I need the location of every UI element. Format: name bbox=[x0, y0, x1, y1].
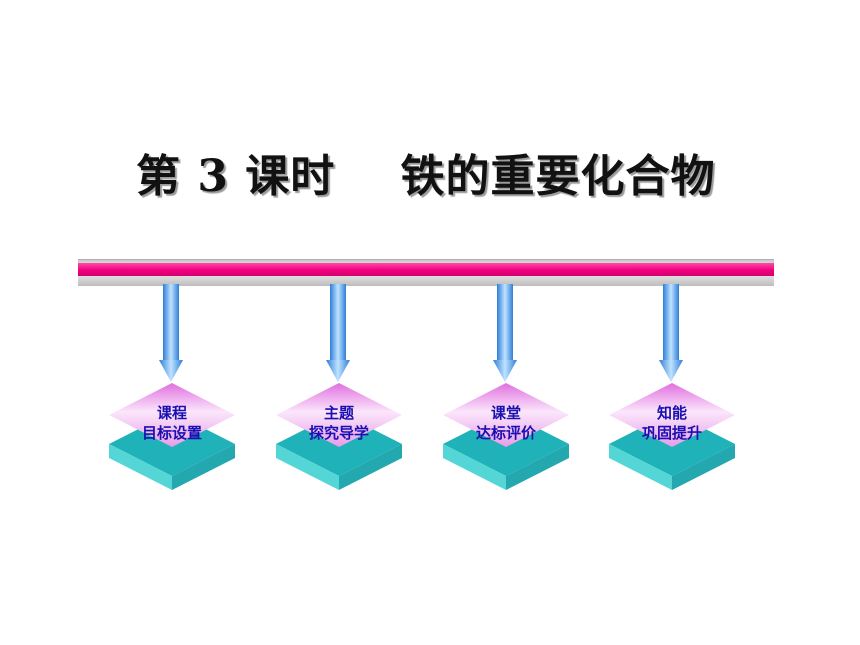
menu-item-label-line2: 探究导学 bbox=[308, 424, 369, 442]
menu-item-label-line1: 课堂 bbox=[490, 404, 521, 422]
menu-item-label-line1: 知能 bbox=[656, 404, 687, 422]
menu-item-course-goals[interactable]: 课程 目标设置 bbox=[105, 284, 239, 494]
menu-item-label-line1: 课程 bbox=[156, 404, 187, 422]
menu-item-label-line2: 目标设置 bbox=[141, 424, 202, 442]
page-title: 第 3 课时 铁的重要化合物 bbox=[136, 151, 716, 202]
arrow-and-platform-icon bbox=[609, 284, 735, 490]
arrow-and-platform-icon bbox=[443, 284, 569, 490]
menu-item-label-line2: 巩固提升 bbox=[641, 424, 702, 442]
arrow-and-platform-icon bbox=[276, 284, 402, 490]
menu-item-class-evaluation[interactable]: 课堂 达标评价 bbox=[439, 284, 573, 494]
menu-item-label-line1: 主题 bbox=[323, 404, 354, 422]
menu-item-topic-inquiry[interactable]: 主题 探究导学 bbox=[272, 284, 406, 494]
divider-bar bbox=[78, 259, 774, 286]
arrow-and-platform-icon bbox=[109, 284, 235, 490]
divider-bar-stripe bbox=[78, 263, 774, 276]
menu-item-label-line2: 达标评价 bbox=[475, 424, 536, 442]
menu-item-knowledge-consolidation[interactable]: 知能 巩固提升 bbox=[605, 284, 739, 494]
